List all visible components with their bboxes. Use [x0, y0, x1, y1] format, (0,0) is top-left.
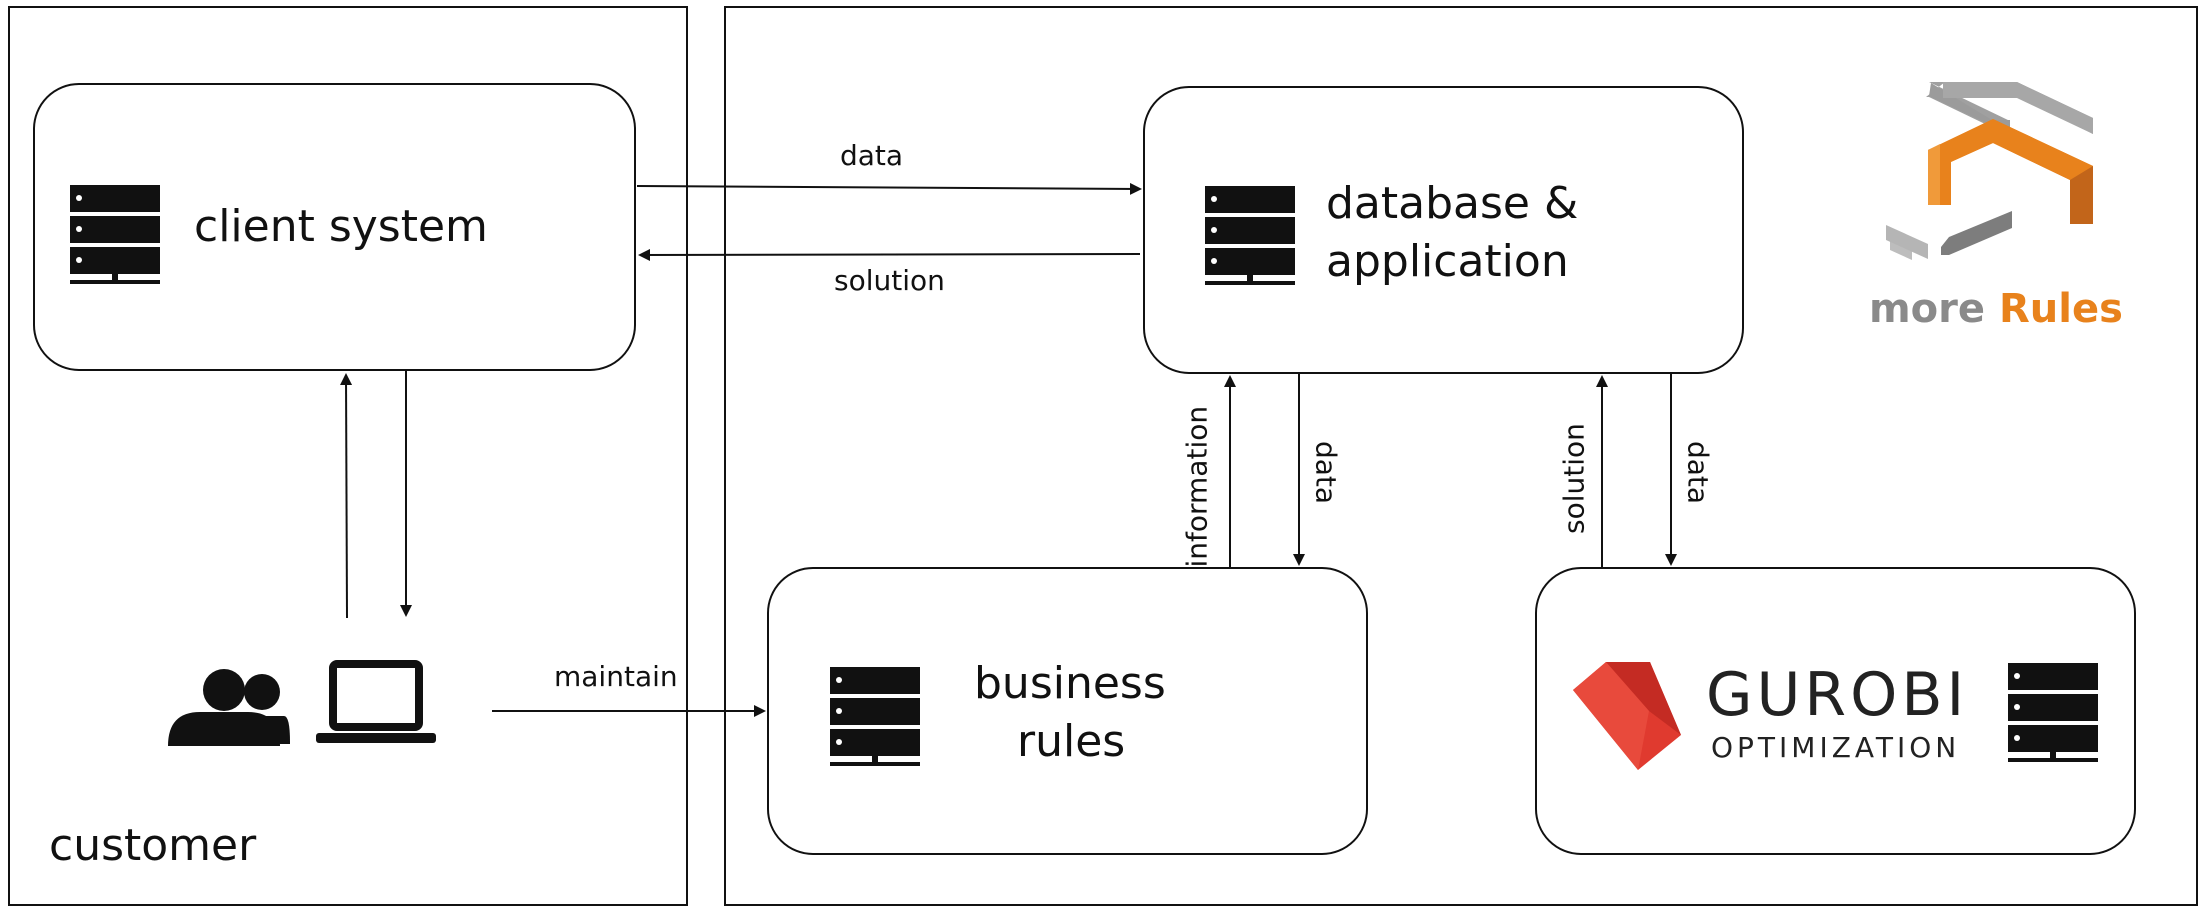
morerules-word-more: more [1869, 286, 1986, 332]
morerules-wordmark: more Rules [1869, 286, 2123, 332]
edge-label-db-to-gurobi: data [1681, 440, 1715, 505]
edge-label-gurobi-to-db: solution [1557, 423, 1591, 534]
users-icon [168, 669, 290, 746]
edge-customer-to-client [340, 373, 353, 619]
gurobi-subtitle: OPTIMIZATION [1711, 731, 1961, 764]
edge-db-to-client [638, 248, 1141, 261]
business-rules-label-line1: business [974, 658, 1166, 709]
database-application-node [1143, 86, 1744, 374]
business-rules-label-line2: rules [1017, 716, 1126, 767]
server-icon [2008, 663, 2098, 762]
edge-label-customer-to-rules: maintain [554, 660, 678, 693]
database-application-label-line2: application [1326, 236, 1569, 287]
server-icon [1205, 186, 1295, 285]
laptop-icon [316, 660, 436, 743]
gurobi-name: GUROBI [1706, 660, 1969, 730]
server-icon [70, 185, 160, 284]
gurobi-logo-icon [1573, 662, 1681, 770]
customer-region-label: customer [49, 820, 257, 871]
edge-label-db-to-client: solution [834, 264, 945, 297]
morerules-word-rules: Rules [1998, 286, 2123, 332]
morerules-logo-icon [1886, 82, 2093, 260]
edge-client-to-db [636, 182, 1142, 195]
edge-label-rules-to-db: information [1180, 405, 1214, 568]
server-icon [830, 667, 920, 766]
client-system-label: client system [194, 201, 488, 252]
edge-label-db-to-rules: data [1309, 440, 1343, 505]
database-application-label-line1: database & [1326, 178, 1579, 229]
edge-label-client-to-db: data [840, 139, 904, 172]
